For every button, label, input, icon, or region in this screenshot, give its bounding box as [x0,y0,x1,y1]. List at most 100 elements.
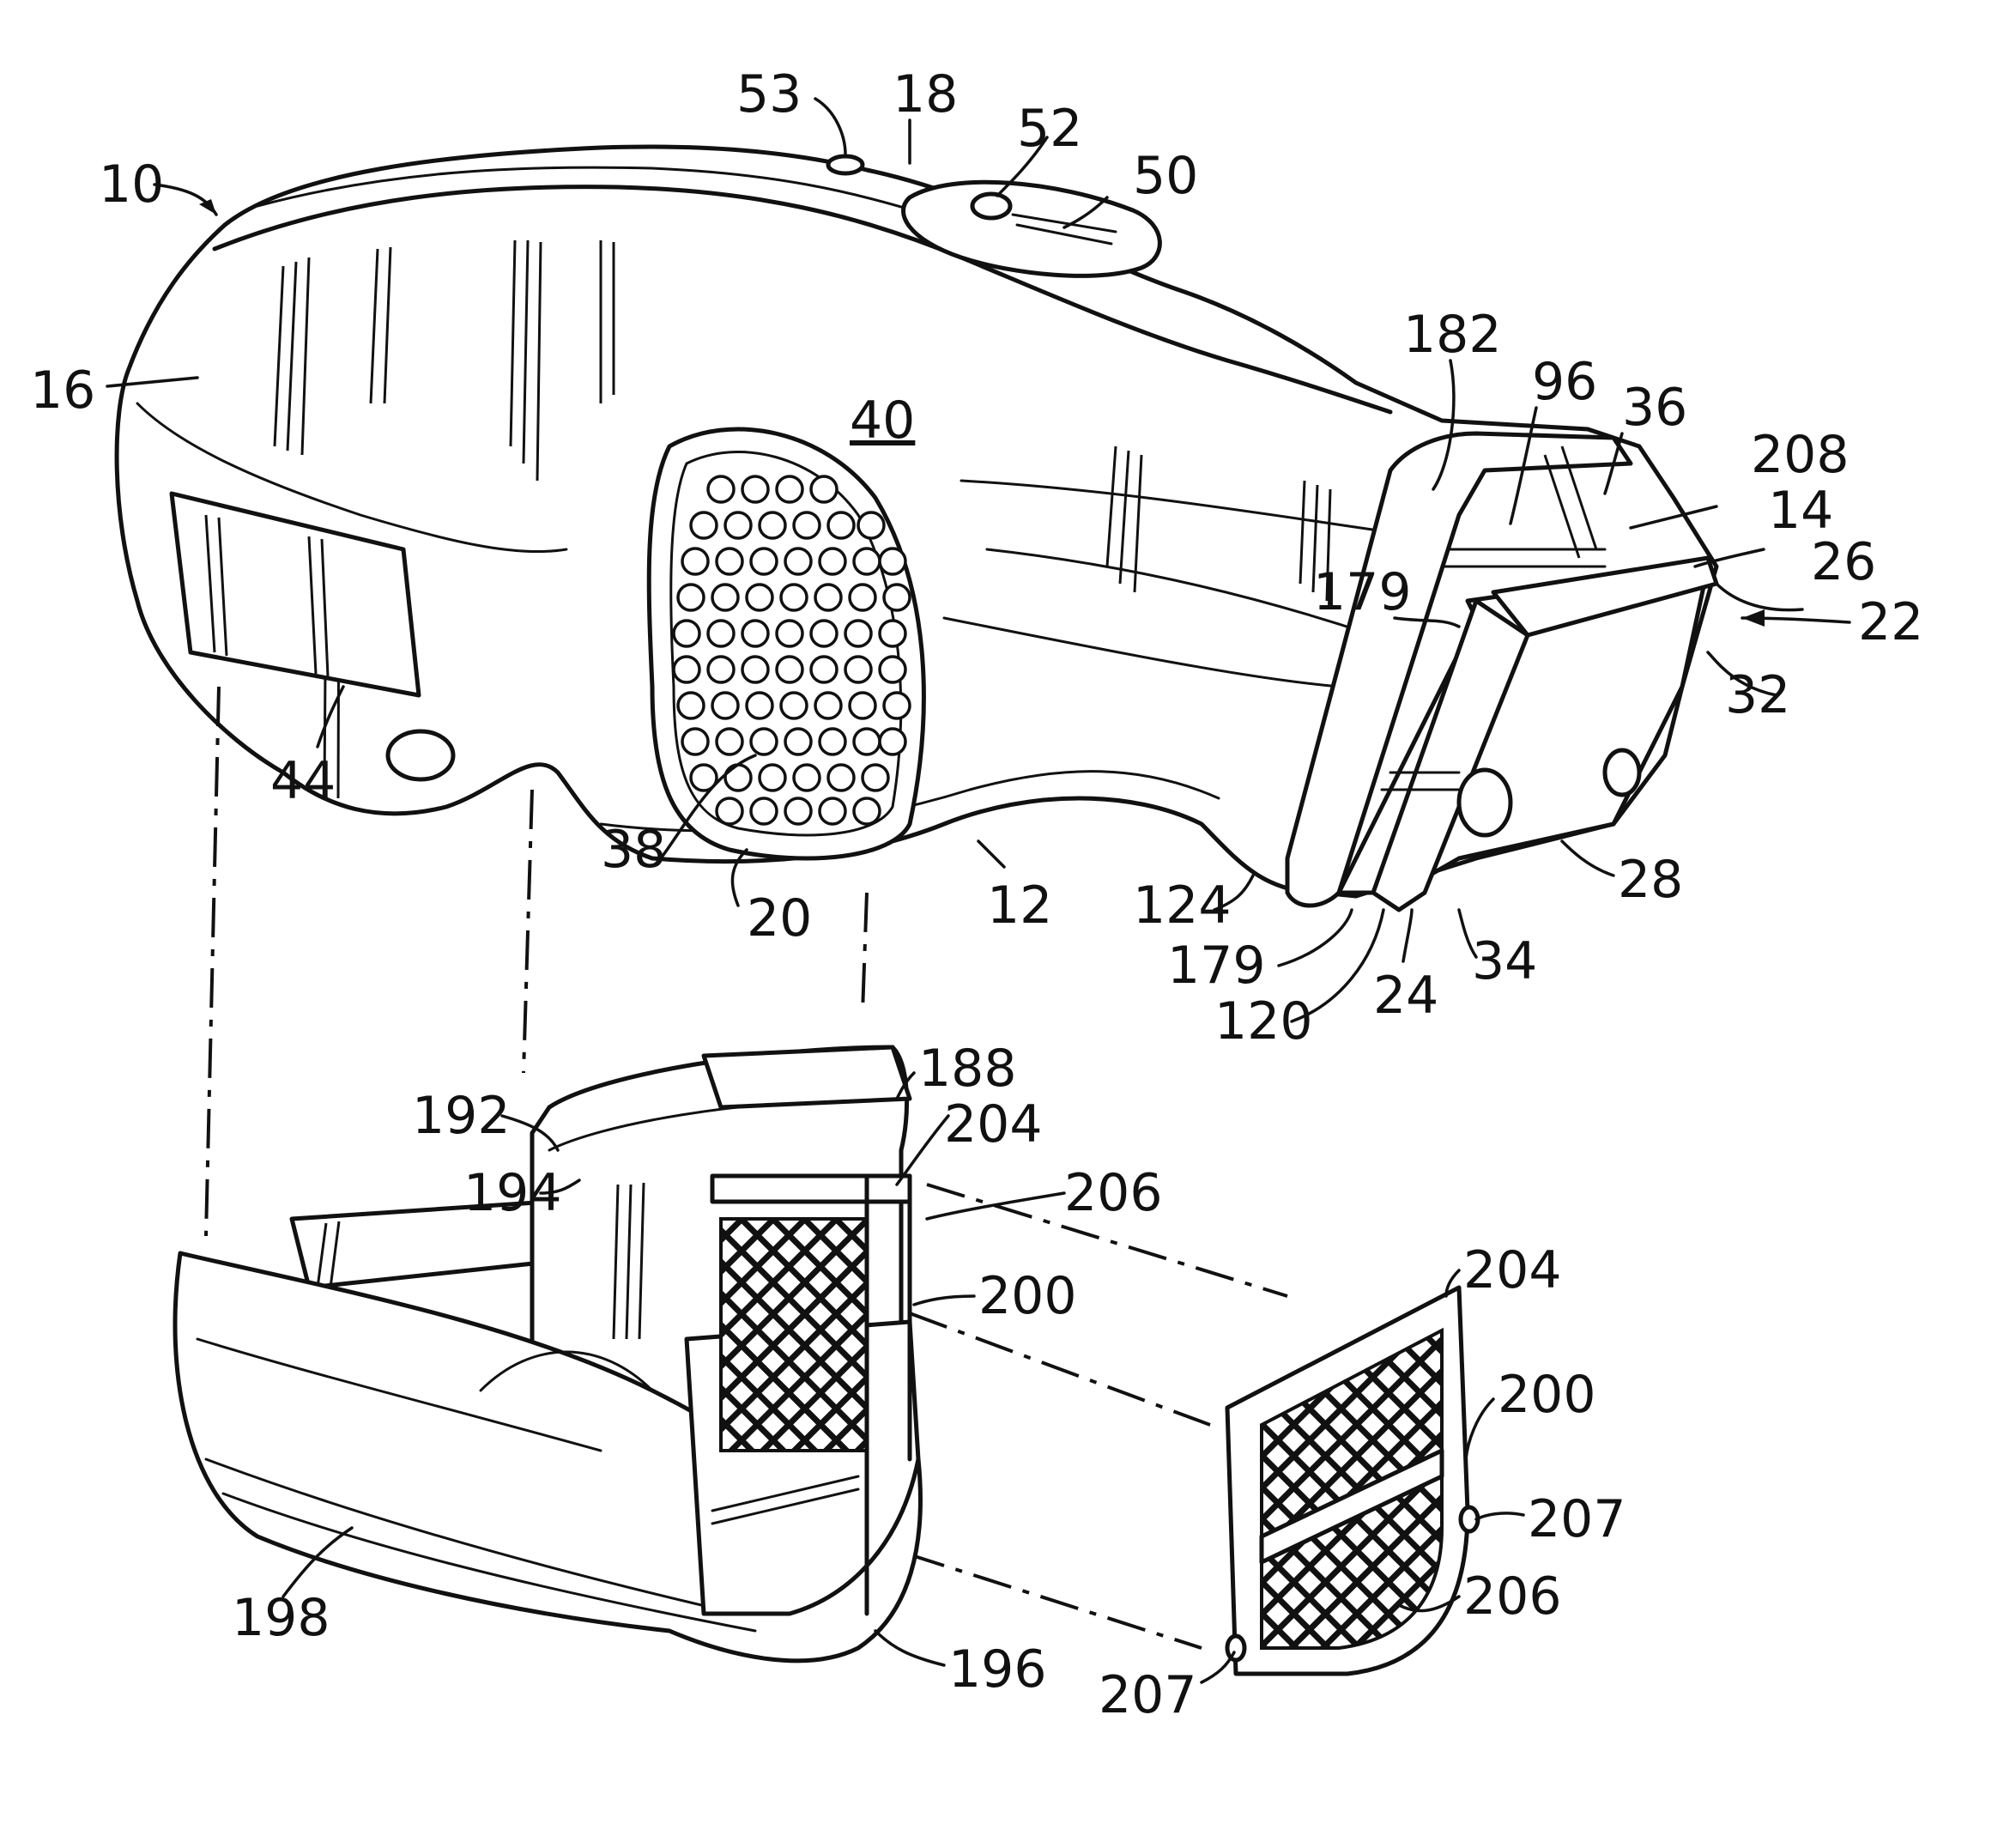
vent-hole [747,585,772,610]
vent-hole [674,657,699,682]
ref-200a: 200 [978,1266,1077,1326]
ref-34: 34 [1472,931,1537,991]
vent-hole [884,585,910,610]
ref-120: 120 [1214,991,1313,1051]
ref-207a: 207 [1528,1489,1626,1549]
ref-36: 36 [1622,378,1687,438]
vent-hole [794,512,820,538]
vent-hole [811,476,837,502]
vent-hole [880,729,905,754]
vent-hole [820,729,845,754]
vent-hole [845,657,871,682]
vent-hole [678,693,704,718]
vent-hole [811,621,837,646]
vent-hole [820,548,845,574]
indicator-53 [828,156,863,173]
inserted-filter-frame-200 [712,1176,910,1202]
vent-hole [854,548,880,574]
vent-hole [815,693,841,718]
vent-hole [682,548,708,574]
ref-196: 196 [948,1639,1047,1700]
vent-hole [742,476,768,502]
dust-cup [175,1047,920,1661]
ref-18: 18 [893,64,958,124]
vent-hole [850,693,875,718]
vent-hole [708,657,734,682]
arrowhead-22 [1742,609,1765,627]
vent-hole [785,548,811,574]
vent-hole [828,512,854,538]
vent-hole [674,621,699,646]
vent-hole [850,585,875,610]
ref-208: 208 [1751,425,1850,485]
vent-hole [854,798,880,824]
vent-hole [725,765,751,791]
vent-hole [760,512,785,538]
vent-hole [781,693,807,718]
inserted-filter-mesh [721,1219,867,1451]
vent-hole [820,798,845,824]
vent-hole [858,512,884,538]
ref-206b: 206 [1463,1566,1562,1627]
vent-hole [691,512,717,538]
vent-hole [880,657,905,682]
ref-188: 188 [918,1039,1017,1099]
ref-198: 198 [232,1588,330,1648]
ref-207b: 207 [1099,1665,1197,1725]
separate-filter [1227,1288,1478,1674]
vent-hole [678,585,704,610]
vent-hole [717,548,742,574]
ref-192: 192 [412,1086,511,1146]
ref-179b: 179 [1167,936,1266,996]
vent-hole [777,621,802,646]
ref-204a: 204 [944,1094,1043,1154]
ref-206a: 206 [1064,1163,1163,1223]
ref-50: 50 [1133,146,1198,206]
vent-hole [742,621,768,646]
vent-hole [854,729,880,754]
ref-20: 20 [747,888,812,948]
button-52 [972,194,1010,218]
vent-hole [815,585,841,610]
ref-24: 24 [1373,966,1438,1026]
vent-hole [751,548,777,574]
vent-hole [725,512,751,538]
ref-179a: 179 [1313,562,1412,622]
vent-hole [781,585,807,610]
vent-hole [777,476,802,502]
vent-hole [880,621,905,646]
ref-96: 96 [1532,352,1597,412]
vent-hole [777,657,802,682]
vent-hole [708,476,734,502]
ref-10: 10 [99,155,164,215]
cup-top-188 [704,1047,910,1107]
arrowhead-10 [199,199,216,215]
vent-hole [751,798,777,824]
vent-hole [760,765,785,791]
ref-200b: 200 [1498,1365,1596,1425]
ref-194: 194 [463,1163,562,1223]
vent-hole [785,798,811,824]
vent-hole [751,729,777,754]
vent-hole [794,765,820,791]
vent-hole [880,548,905,574]
vent-hole [785,729,811,754]
vent-hole [747,693,772,718]
vent-hole [845,621,871,646]
vacuum-body [117,147,1716,910]
vent-hole [717,729,742,754]
ref-38: 38 [601,820,666,880]
vent-hole [863,765,888,791]
vent-hole [708,621,734,646]
vent-hole [712,693,738,718]
ref-124: 124 [1133,876,1232,936]
ref-52: 52 [1017,99,1082,159]
ref-12: 12 [987,876,1052,936]
ref-28: 28 [1618,850,1683,910]
ref-182: 182 [1403,305,1502,365]
vent-hole [884,693,910,718]
vent-hole [828,765,854,791]
ref-16: 16 [30,361,95,421]
